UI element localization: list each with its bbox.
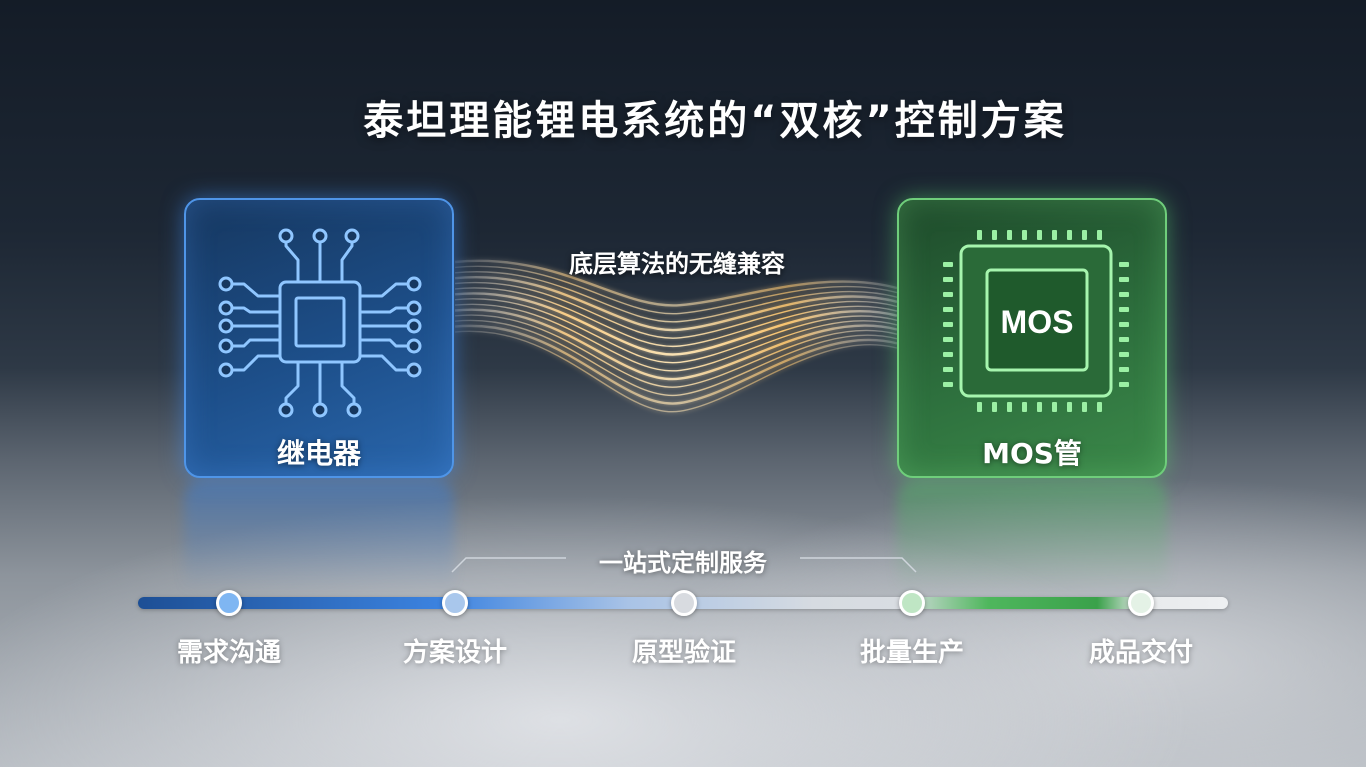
timeline-step-label: 批量生产 — [859, 638, 964, 668]
mos-card: MOS MOS管 — [897, 198, 1167, 478]
circuit-chip-icon — [218, 228, 422, 418]
timeline-step-label: 方案设计 — [402, 638, 507, 668]
timeline-step-dot — [216, 590, 242, 616]
page-title: 泰坦理能锂电系统的“双核”控制方案 — [363, 98, 1067, 144]
timeline-step-dot — [899, 590, 925, 616]
connector-label: 底层算法的无缝兼容 — [569, 250, 785, 278]
relay-label: 继电器 — [276, 437, 361, 470]
mos-chip-icon: MOS — [943, 230, 1129, 412]
relay-card: 继电器 — [184, 198, 454, 478]
timeline-step-label: 成品交付 — [1088, 638, 1193, 668]
service-label: 一站式定制服务 — [599, 549, 767, 577]
right-card-reflection — [897, 482, 1167, 592]
timeline-step-label: 原型验证 — [631, 638, 736, 668]
timeline-step-dot — [1128, 590, 1154, 616]
timeline-step-dot — [671, 590, 697, 616]
timeline-step-dot — [442, 590, 468, 616]
timeline-step-label: 需求沟通 — [176, 638, 281, 668]
left-card-reflection — [184, 482, 454, 592]
mos-chip-text: MOS — [1001, 304, 1074, 340]
mos-label: MOS管 — [982, 437, 1082, 470]
